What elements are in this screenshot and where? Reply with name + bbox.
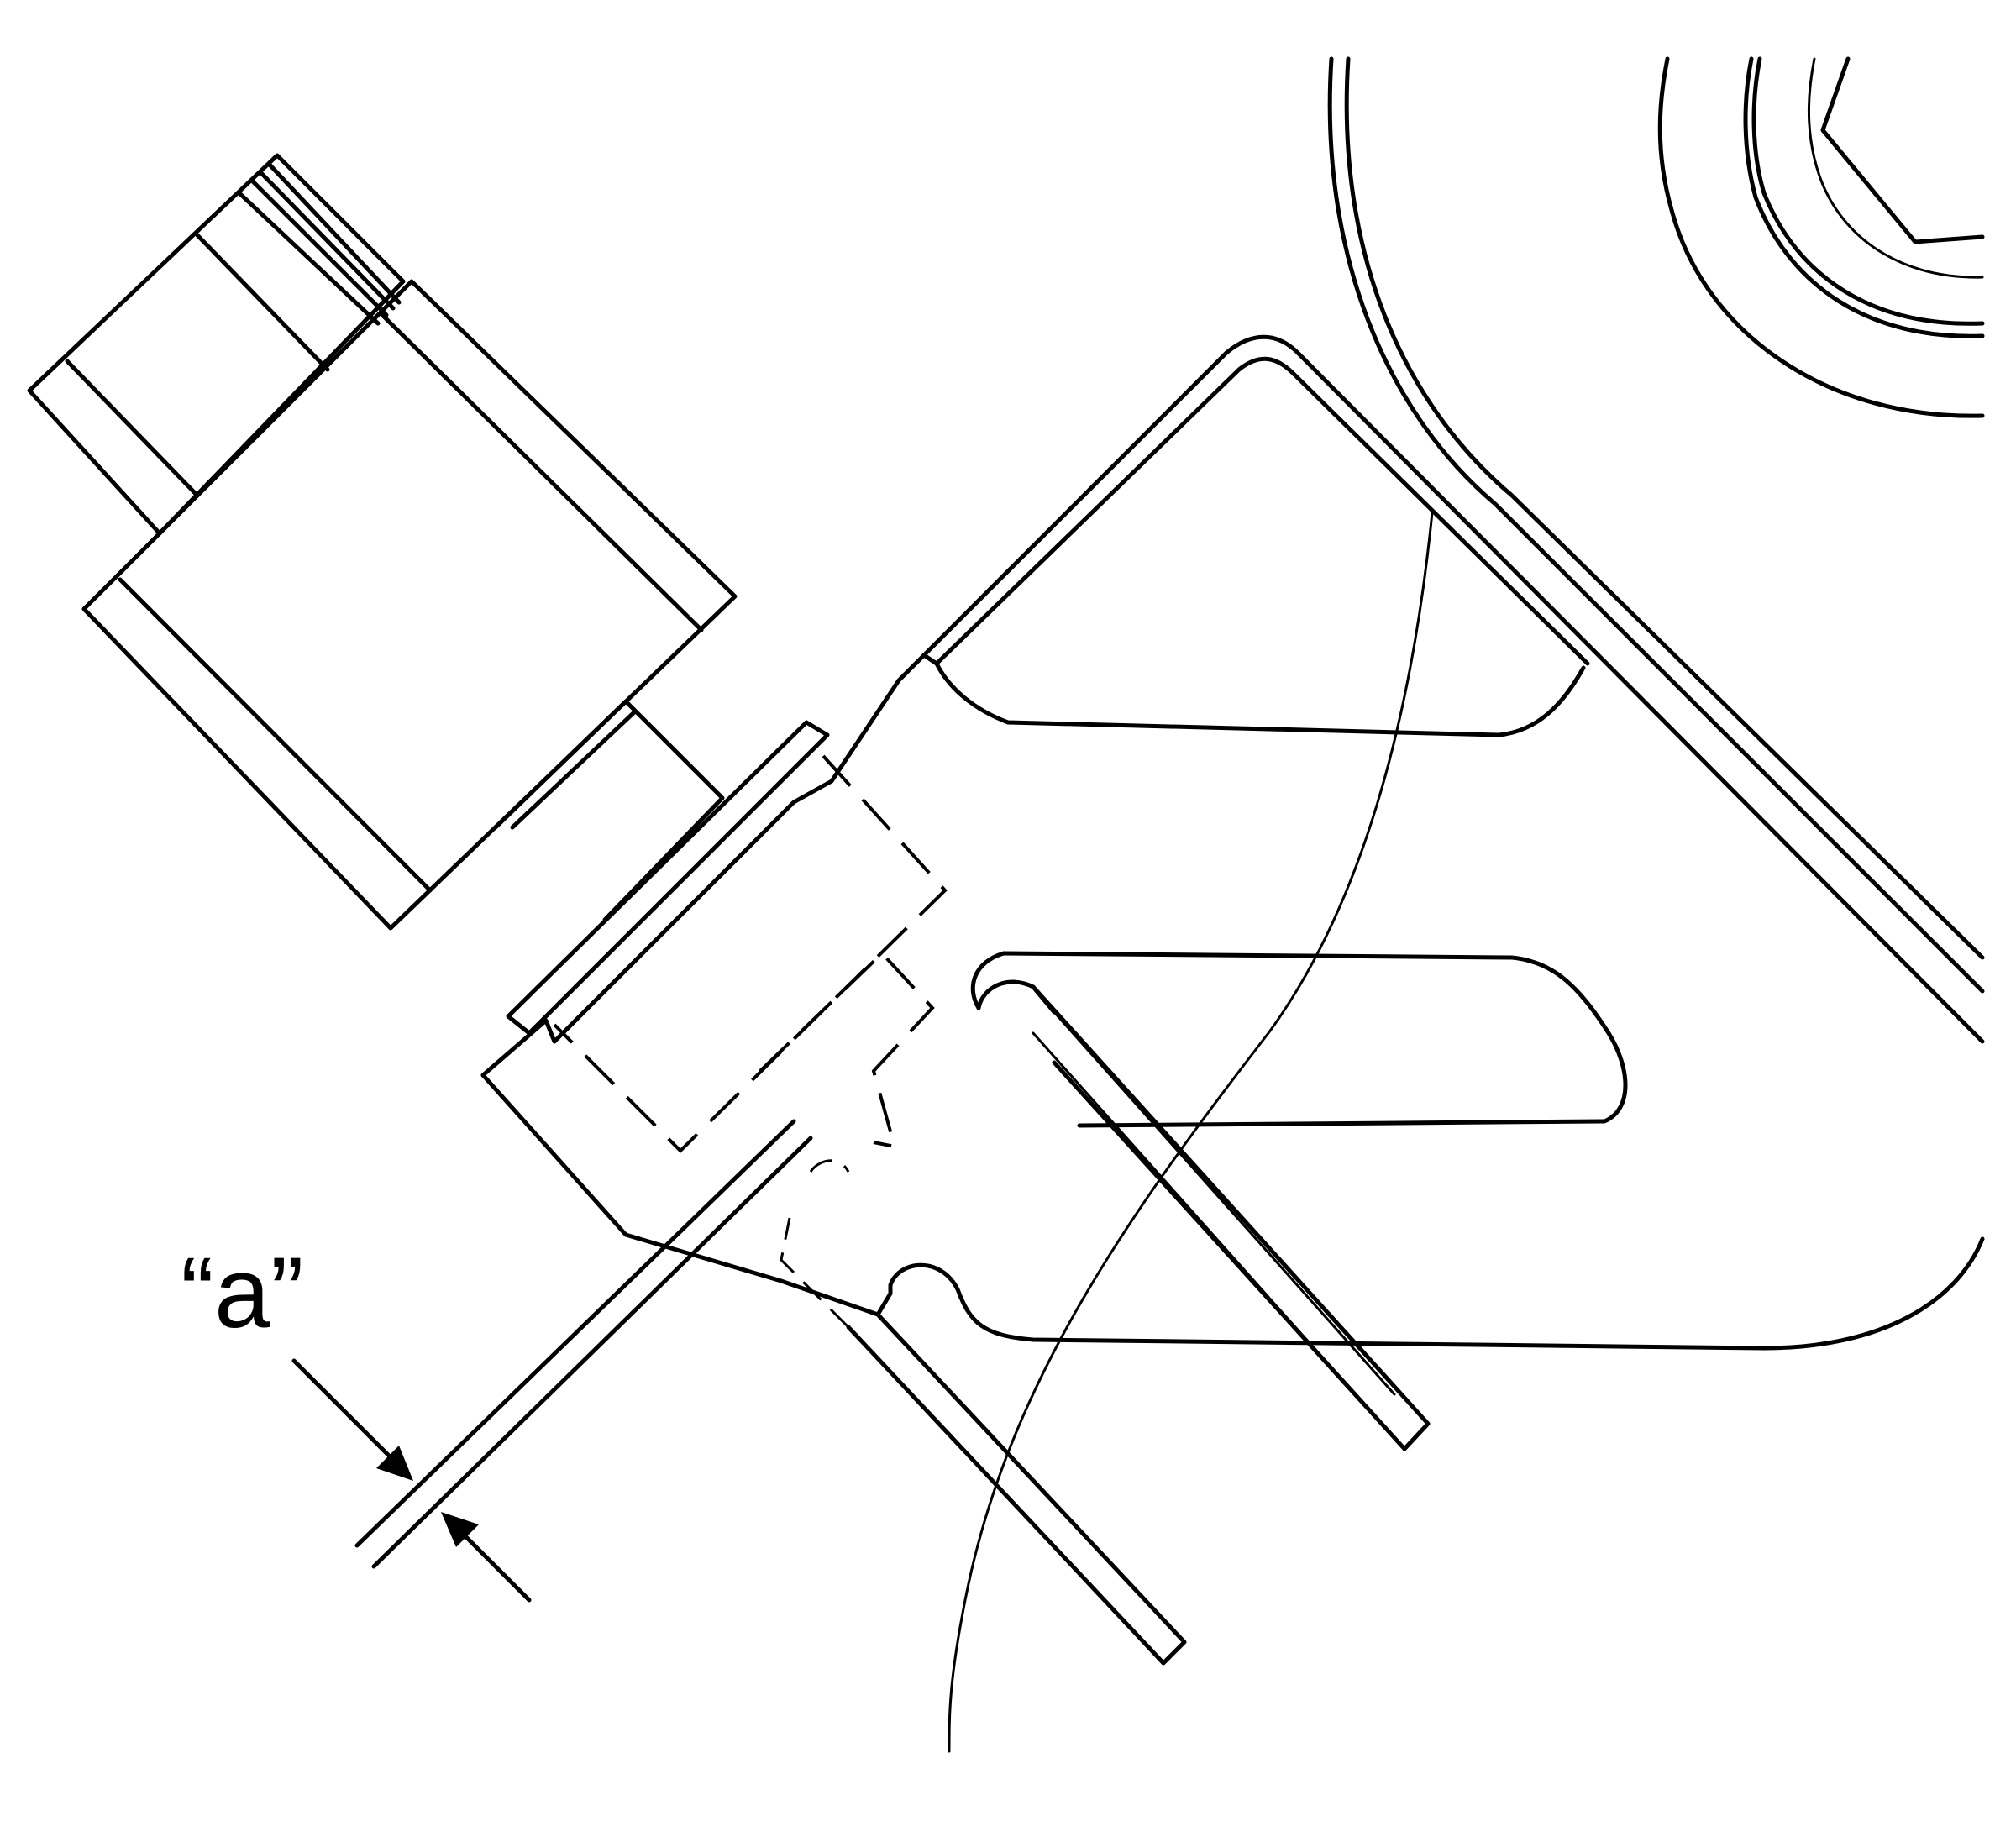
terminal-plate [480, 653, 948, 1317]
dimension-label-a: “a” [181, 1236, 304, 1349]
lower-slot [970, 951, 1628, 1128]
dimension-a: “a” [181, 1236, 532, 1603]
sensor-tube [780, 1159, 1187, 1666]
upper-bracket [921, 334, 1985, 1044]
thin-curve [948, 511, 1434, 1753]
round-boss [1657, 56, 1985, 418]
arrowhead-right [441, 1512, 479, 1547]
dimension-arrow-right [459, 1530, 532, 1603]
housing-curve [1327, 56, 1985, 994]
bracket-bottom [888, 1236, 1985, 1351]
arrowhead-left [376, 1446, 413, 1481]
connector-body [27, 153, 738, 931]
dimension-arrow-left [291, 1358, 397, 1464]
diagonal-rod [1031, 984, 1431, 1451]
tube-wall [354, 1119, 813, 1569]
